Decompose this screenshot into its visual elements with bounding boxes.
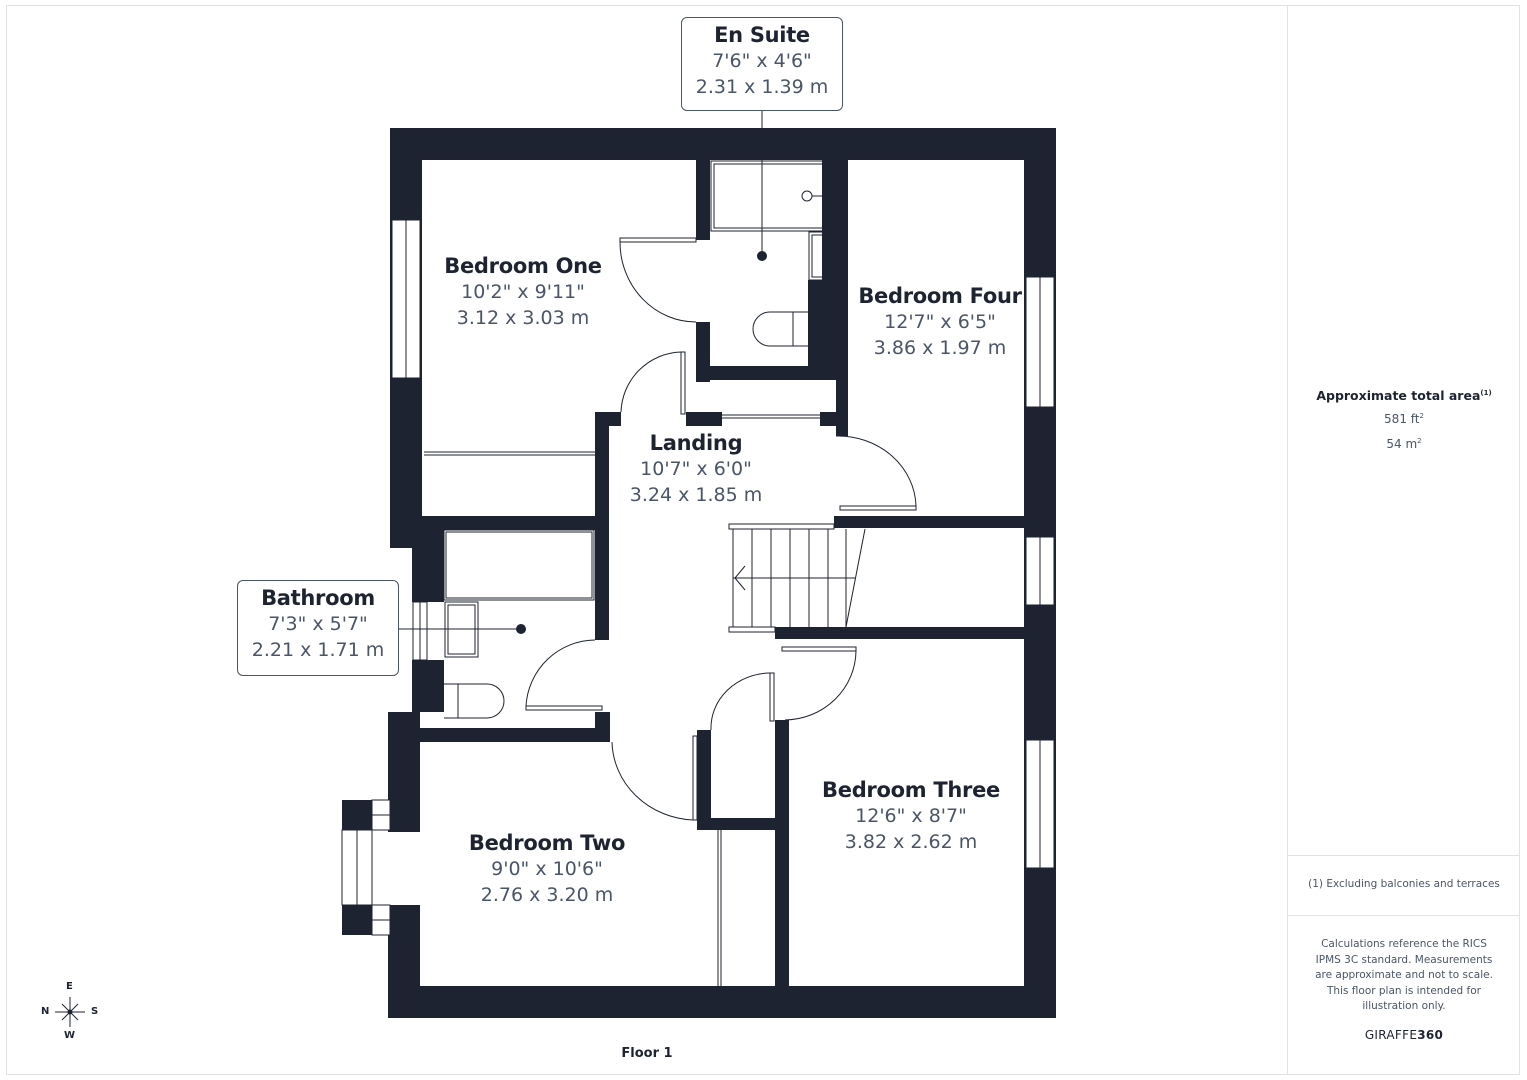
room-name: Bedroom Two — [468, 831, 626, 855]
room-callout-bathroom: Bathroom 7'3" x 5'7" 2.21 x 1.71 m — [237, 580, 399, 676]
floor-label: Floor 1 — [621, 1046, 673, 1061]
room-label-bedroom-two: Bedroom Two 9'0" x 10'6" 2.76 x 3.20 m — [468, 830, 626, 908]
room-label-bedroom-three: Bedroom Three 12'6" x 8'7" 3.82 x 2.62 m — [822, 777, 1000, 855]
brand-logo: GIRAFFE360 — [1288, 1028, 1520, 1042]
room-dimensions-metric: 3.24 x 1.85 m — [629, 484, 763, 506]
compass-west-label: W — [64, 1030, 76, 1041]
area-footnote-marker: (1) — [1480, 388, 1492, 397]
area-title: Approximate total area(1) — [1288, 388, 1520, 403]
area-imperial-value: 581 ft — [1384, 412, 1420, 426]
brand-light: GIRAFFE — [1364, 1028, 1418, 1042]
footnote-divider-top — [1288, 855, 1520, 856]
doors — [525, 237, 917, 821]
windows — [341, 219, 1055, 936]
bathroom-marker — [516, 624, 526, 634]
room-name: En Suite — [714, 23, 810, 47]
room-label-bedroom-one: Bedroom One 10'2" x 9'11" 3.12 x 3.03 m — [444, 253, 602, 331]
area-imperial: 581 ft2 — [1288, 405, 1520, 430]
area-metric-value: 54 m — [1386, 437, 1418, 451]
area-metric: 54 m2 — [1288, 430, 1520, 455]
compass-south-label: S — [91, 1006, 99, 1017]
compass-north-label: N — [41, 1006, 50, 1017]
callout-leaders — [399, 111, 763, 630]
room-dimensions-metric: 2.31 x 1.39 m — [695, 76, 829, 98]
sidebar-divider — [1287, 5, 1288, 1075]
room-dimensions-metric: 2.21 x 1.71 m — [251, 639, 385, 661]
area-metric-sup: 2 — [1417, 437, 1422, 445]
room-dimensions-imperial: 9'0" x 10'6" — [491, 858, 603, 880]
room-dimensions-imperial: 10'7" x 6'0" — [640, 458, 752, 480]
disclaimer-text: Calculations reference the RICS IPMS 3C … — [1315, 938, 1493, 1012]
page-frame — [6, 5, 1520, 1075]
area-imperial-sup: 2 — [1419, 412, 1424, 420]
room-dimensions-metric: 3.12 x 3.03 m — [456, 307, 590, 329]
room-name: Bedroom Four — [858, 284, 1022, 308]
compass-rose-icon — [55, 997, 85, 1027]
room-name: Bedroom One — [444, 254, 602, 278]
fixtures — [424, 160, 866, 986]
en-suite-marker — [757, 251, 767, 261]
room-label-landing: Landing 10'7" x 6'0" 3.24 x 1.85 m — [630, 430, 762, 508]
area-footnote: (1) Excluding balconies and terraces — [1308, 878, 1500, 890]
area-title-text: Approximate total area — [1316, 388, 1481, 403]
brand-bold: 360 — [1417, 1028, 1444, 1042]
total-area-panel: Approximate total area(1) 581 ft2 54 m2 — [1288, 388, 1520, 455]
compass-east-label: E — [66, 981, 73, 992]
room-name: Bathroom — [261, 586, 375, 610]
room-name: Bedroom Three — [822, 778, 1000, 802]
room-dimensions-metric: 3.82 x 2.62 m — [844, 831, 978, 853]
room-dimensions-metric: 2.76 x 3.20 m — [480, 884, 614, 906]
room-dimensions-imperial: 12'6" x 8'7" — [855, 805, 967, 827]
room-dimensions-imperial: 12'7" x 6'5" — [884, 311, 996, 333]
room-dimensions-imperial: 7'3" x 5'7" — [268, 613, 368, 635]
floor-plan-drawing — [55, 111, 1056, 1027]
room-name: Landing — [649, 431, 743, 455]
footnote-divider-bottom — [1288, 915, 1520, 916]
room-dimensions-imperial: 7'6" x 4'6" — [712, 50, 812, 72]
room-label-bedroom-four: Bedroom Four 12'7" x 6'5" 3.86 x 1.97 m — [858, 283, 1022, 361]
room-dimensions-metric: 3.86 x 1.97 m — [873, 337, 1007, 359]
room-callout-en-suite: En Suite 7'6" x 4'6" 2.31 x 1.39 m — [681, 17, 843, 111]
room-dimensions-imperial: 10'2" x 9'11" — [461, 281, 585, 303]
